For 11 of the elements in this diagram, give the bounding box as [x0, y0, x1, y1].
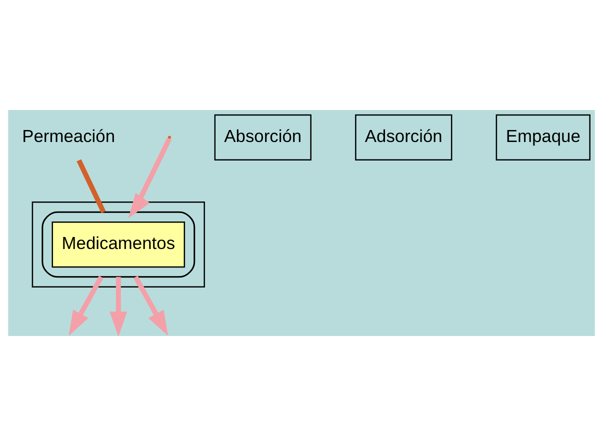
connector	[76, 159, 106, 214]
node-box: Absorción	[214, 114, 312, 160]
cluster	[32, 202, 205, 288]
arrow	[133, 276, 168, 336]
arrow	[110, 276, 128, 336]
node-box: Adsorción	[355, 114, 452, 160]
arrow	[128, 138, 172, 218]
node-box: Empaque	[496, 114, 590, 160]
node-box: Medicamentos	[52, 221, 186, 268]
node-text: Permeación	[22, 126, 116, 146]
cluster	[42, 211, 196, 278]
